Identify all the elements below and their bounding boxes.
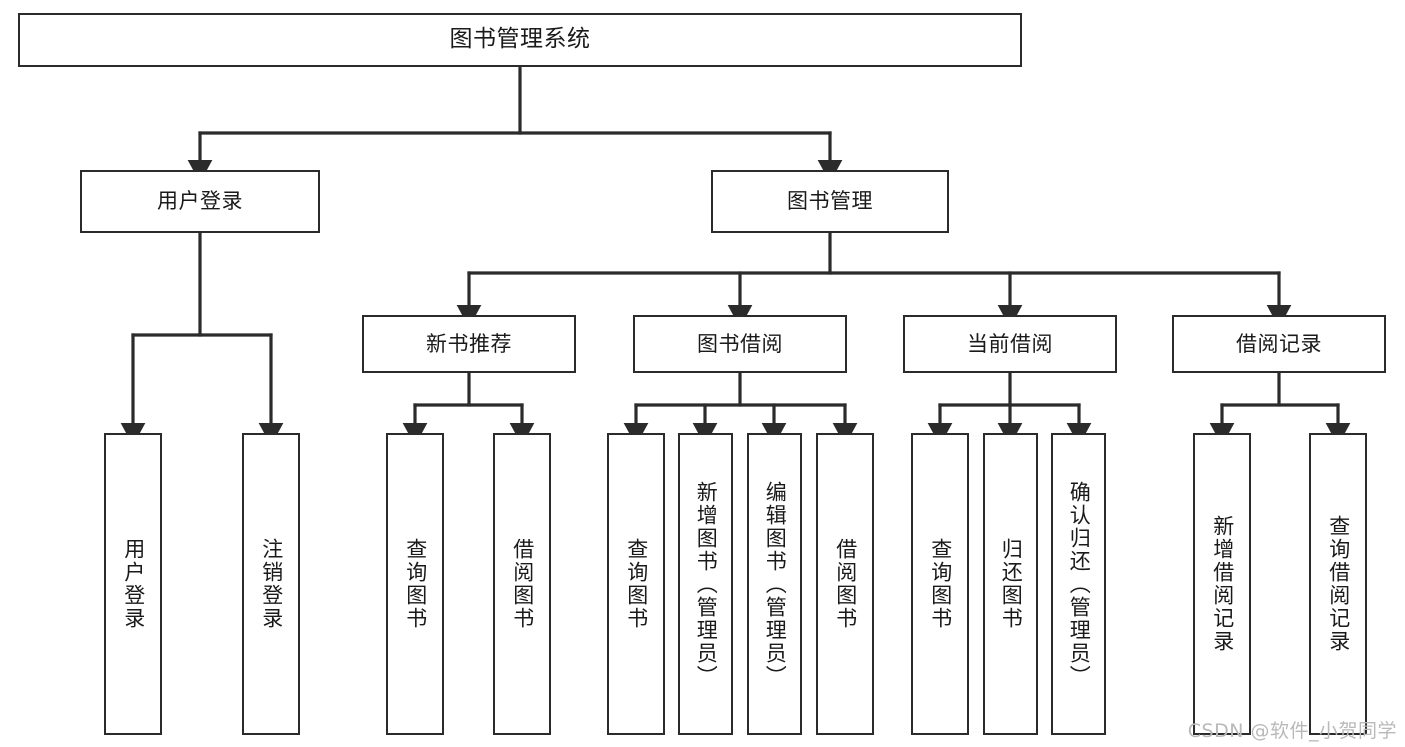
node-label: 编辑图书（管理员） — [763, 480, 788, 688]
leaf-borrow-records-query[interactable]: 查询借阅记录 — [1309, 433, 1367, 735]
watermark-text: CSDN @软件_小贺同学 — [1187, 720, 1397, 742]
leaf-new-book-query[interactable]: 查询图书 — [386, 433, 444, 735]
node-book-borrow[interactable]: 图书借阅 — [633, 315, 847, 373]
node-label: 图书管理系统 — [449, 26, 591, 53]
leaf-current-borrow-return[interactable]: 归还图书 — [983, 433, 1038, 735]
node-borrow-records[interactable]: 借阅记录 — [1172, 315, 1386, 373]
node-current-borrow[interactable]: 当前借阅 — [903, 315, 1117, 373]
leaf-book-borrow-borrow[interactable]: 借阅图书 — [816, 433, 874, 735]
leaf-book-borrow-add[interactable]: 新增图书（管理员） — [678, 433, 733, 735]
leaf-current-borrow-confirm-return[interactable]: 确认归还（管理员） — [1051, 433, 1106, 735]
node-label: 确认归还（管理员） — [1067, 480, 1092, 688]
leaf-new-book-borrow[interactable]: 借阅图书 — [493, 433, 551, 735]
node-root-book-management-system[interactable]: 图书管理系统 — [18, 13, 1022, 67]
leaf-book-borrow-query[interactable]: 查询图书 — [607, 433, 665, 735]
node-label: 查询借阅记录 — [1326, 515, 1351, 653]
leaf-borrow-records-add[interactable]: 新增借阅记录 — [1193, 433, 1251, 735]
node-label: 借阅记录 — [1236, 331, 1322, 356]
node-label: 图书管理 — [787, 189, 873, 214]
node-label: 查询图书 — [928, 538, 953, 630]
node-label: 归还图书 — [999, 538, 1024, 630]
node-label: 新增图书（管理员） — [694, 480, 719, 688]
node-label: 用户登录 — [157, 189, 243, 214]
node-label: 新书推荐 — [426, 331, 512, 356]
leaf-book-borrow-edit[interactable]: 编辑图书（管理员） — [747, 433, 802, 735]
leaf-user-login-logout[interactable]: 注销登录 — [242, 433, 300, 735]
node-label: 用户登录 — [121, 538, 146, 630]
leaf-user-login-login[interactable]: 用户登录 — [104, 433, 162, 735]
node-label: 查询图书 — [624, 538, 649, 630]
node-label: 查询图书 — [403, 538, 428, 630]
leaf-current-borrow-query[interactable]: 查询图书 — [911, 433, 969, 735]
node-label: 注销登录 — [259, 538, 284, 630]
node-user-login[interactable]: 用户登录 — [80, 170, 320, 233]
node-label: 图书借阅 — [697, 331, 783, 356]
node-label: 当前借阅 — [967, 331, 1053, 356]
node-label: 借阅图书 — [510, 538, 535, 630]
node-book-management[interactable]: 图书管理 — [711, 170, 949, 233]
node-new-book-recommend[interactable]: 新书推荐 — [362, 315, 576, 373]
node-label: 新增借阅记录 — [1210, 515, 1235, 653]
node-label: 借阅图书 — [833, 538, 858, 630]
